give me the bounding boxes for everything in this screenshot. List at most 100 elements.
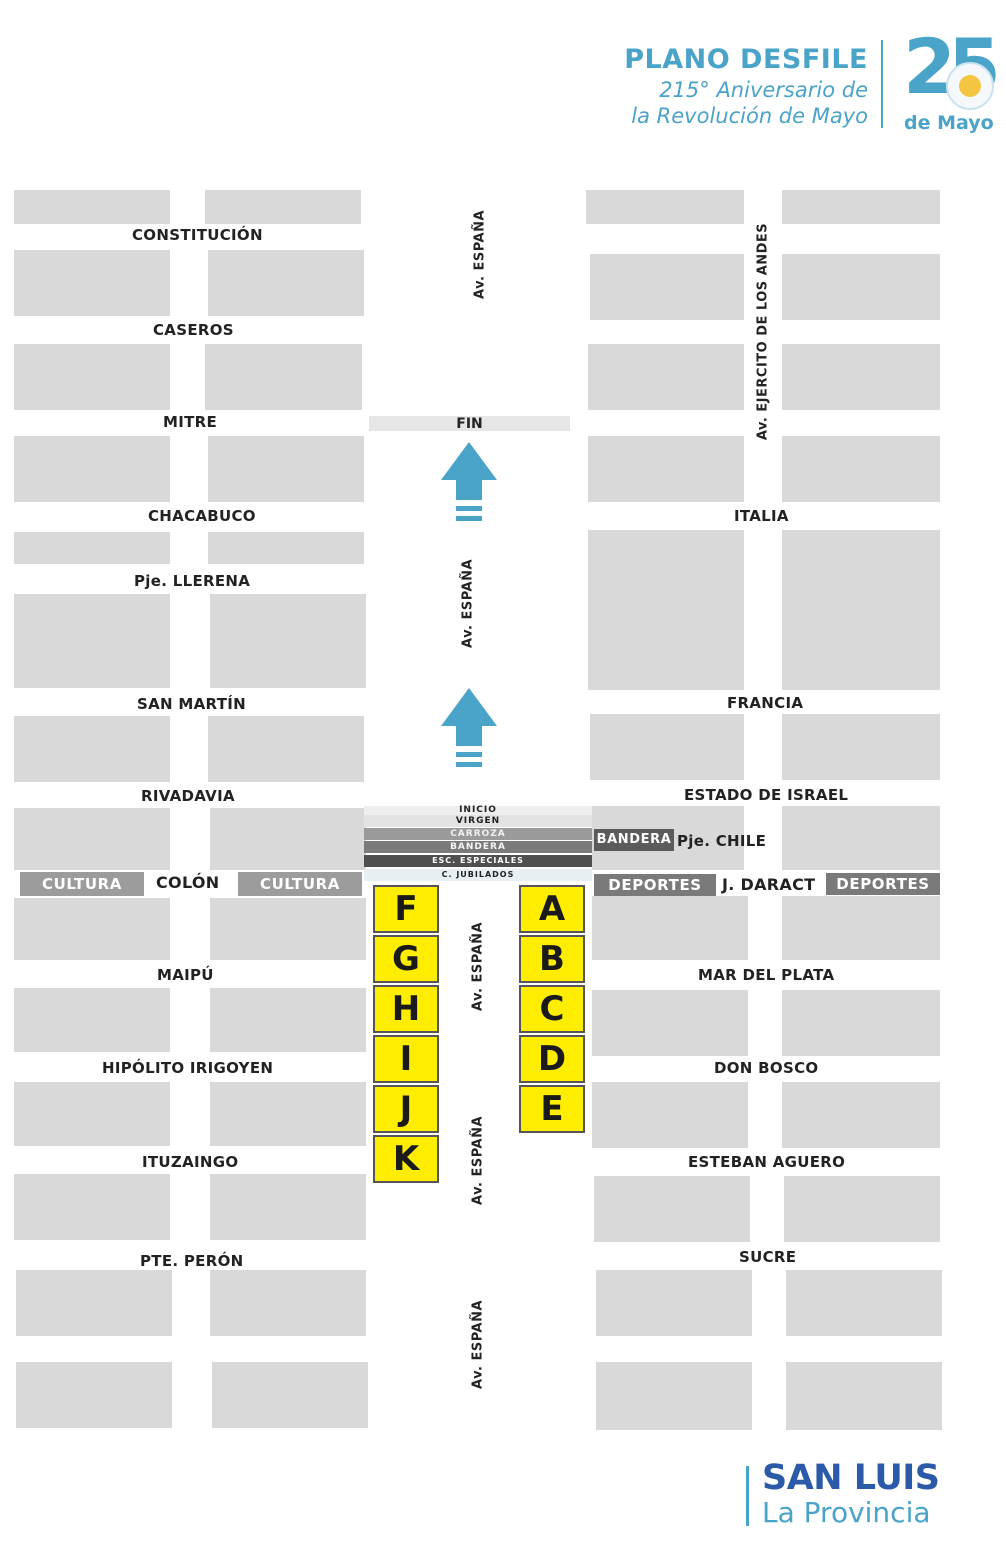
logo-text: de Mayo (904, 112, 994, 134)
city-block (590, 714, 744, 780)
city-block (596, 1362, 752, 1430)
city-block (205, 344, 362, 410)
street-label-caseros: CASEROS (153, 321, 234, 339)
map-subtitle-line1: 215° Aniversario de (659, 78, 868, 102)
city-block (590, 254, 744, 320)
street-label-francia: FRANCIA (727, 694, 804, 712)
city-block (14, 1082, 170, 1146)
street-label-chile: Pje. CHILE (677, 832, 767, 850)
street-label-mar-del-plata: MAR DEL PLATA (698, 966, 835, 984)
city-block (14, 716, 170, 782)
group-box-k: K (373, 1135, 439, 1183)
city-block (14, 1174, 170, 1240)
street-label-peron: PTE. PERÓN (140, 1252, 244, 1270)
band-jubilados: C. JUBILADOS (364, 869, 592, 881)
map-subtitle-line2: la Revolución de Mayo (631, 104, 868, 128)
city-block (14, 808, 170, 870)
avenue-label-espana: Av. ESPAÑA (460, 558, 476, 649)
city-block (14, 594, 170, 688)
city-block (210, 1270, 366, 1336)
arrow-up-icon (441, 442, 497, 521)
city-block (210, 808, 366, 870)
city-block (782, 436, 940, 502)
street-label-maipu: MAIPÚ (157, 966, 214, 984)
city-block (208, 532, 364, 564)
group-box-j: J (373, 1085, 439, 1133)
street-label-llerena: Pje. LLERENA (134, 572, 251, 590)
sector-deportes: DEPORTES (826, 873, 940, 895)
city-block (14, 344, 170, 410)
street-label-chacabuco: CHACABUCO (148, 507, 256, 525)
sun-icon (946, 62, 994, 110)
group-box-a: A (519, 885, 585, 933)
anniversary-logo: 25 de Mayo (900, 22, 1001, 138)
city-block (782, 714, 940, 780)
band-bandera: BANDERA (364, 841, 592, 853)
brand-tagline: La Provincia (762, 1496, 931, 1529)
group-box-g: G (373, 935, 439, 983)
city-block (782, 530, 940, 690)
city-block (782, 806, 940, 870)
street-label-sucre: SUCRE (739, 1248, 797, 1266)
street-label-italia: ITALIA (734, 507, 789, 525)
city-block (594, 1176, 750, 1242)
street-label-san-martin: SAN MARTÍN (137, 695, 246, 713)
group-box-d: D (519, 1035, 585, 1083)
sector-bandera: BANDERA (594, 829, 674, 851)
city-block (592, 990, 748, 1056)
city-block (588, 436, 744, 502)
city-block (210, 594, 366, 688)
group-box-i: I (373, 1035, 439, 1083)
street-label-don-bosco: DON BOSCO (714, 1059, 819, 1077)
group-box-h: H (373, 985, 439, 1033)
city-block (16, 1270, 172, 1336)
street-label-israel: ESTADO DE ISRAEL (684, 786, 849, 804)
city-block (14, 988, 170, 1052)
city-block (14, 190, 170, 224)
sector-cultura: CULTURA (238, 872, 362, 896)
map-title: PLANO DESFILE (624, 44, 868, 75)
city-block (208, 250, 364, 316)
city-block (786, 1270, 942, 1336)
city-block (782, 896, 940, 960)
group-box-f: F (373, 885, 439, 933)
city-block (786, 1362, 942, 1430)
avenue-label-espana: Av. ESPAÑA (470, 1115, 486, 1206)
avenue-label-espana: Av. ESPAÑA (470, 921, 486, 1012)
route-end-bar: FIN (369, 416, 570, 432)
city-block (588, 344, 744, 410)
city-block (210, 1174, 366, 1240)
street-label-aguero: ESTEBAN AGUERO (688, 1153, 846, 1171)
city-block (14, 250, 170, 316)
band-carroza: CARROZA (364, 828, 592, 840)
city-block (14, 436, 170, 502)
city-block (782, 990, 940, 1056)
street-label-ituzaingo: ITUZAINGO (142, 1153, 239, 1171)
band-esc-especiales: ESC. ESPECIALES (364, 855, 592, 867)
city-block (210, 1082, 366, 1146)
city-block (782, 344, 940, 410)
band-virgen: VIRGEN (364, 815, 592, 827)
city-block (596, 1270, 752, 1336)
sector-deportes: DEPORTES (594, 874, 716, 896)
header-divider (881, 40, 883, 128)
city-block (782, 190, 940, 224)
city-block (208, 716, 364, 782)
group-box-c: C (519, 985, 585, 1033)
avenue-label-espana: Av. ESPAÑA (472, 209, 488, 300)
brand-name: SAN LUIS (762, 1458, 940, 1498)
avenue-label-ejercito: Av. EJERCITO DE LOS ANDES (755, 222, 771, 441)
group-box-e: E (519, 1085, 585, 1133)
city-block (14, 532, 170, 564)
sector-cultura: CULTURA (20, 872, 144, 896)
city-block (14, 898, 170, 960)
group-box-b: B (519, 935, 585, 983)
city-block (210, 898, 366, 960)
street-label-constitucion: CONSTITUCIÓN (132, 226, 263, 244)
city-block (588, 530, 744, 690)
street-label-daract: J. DARACT (722, 875, 816, 894)
city-block (205, 190, 361, 224)
band-inicio: INICIO (364, 806, 592, 815)
city-block (210, 988, 366, 1052)
city-block (208, 436, 364, 502)
